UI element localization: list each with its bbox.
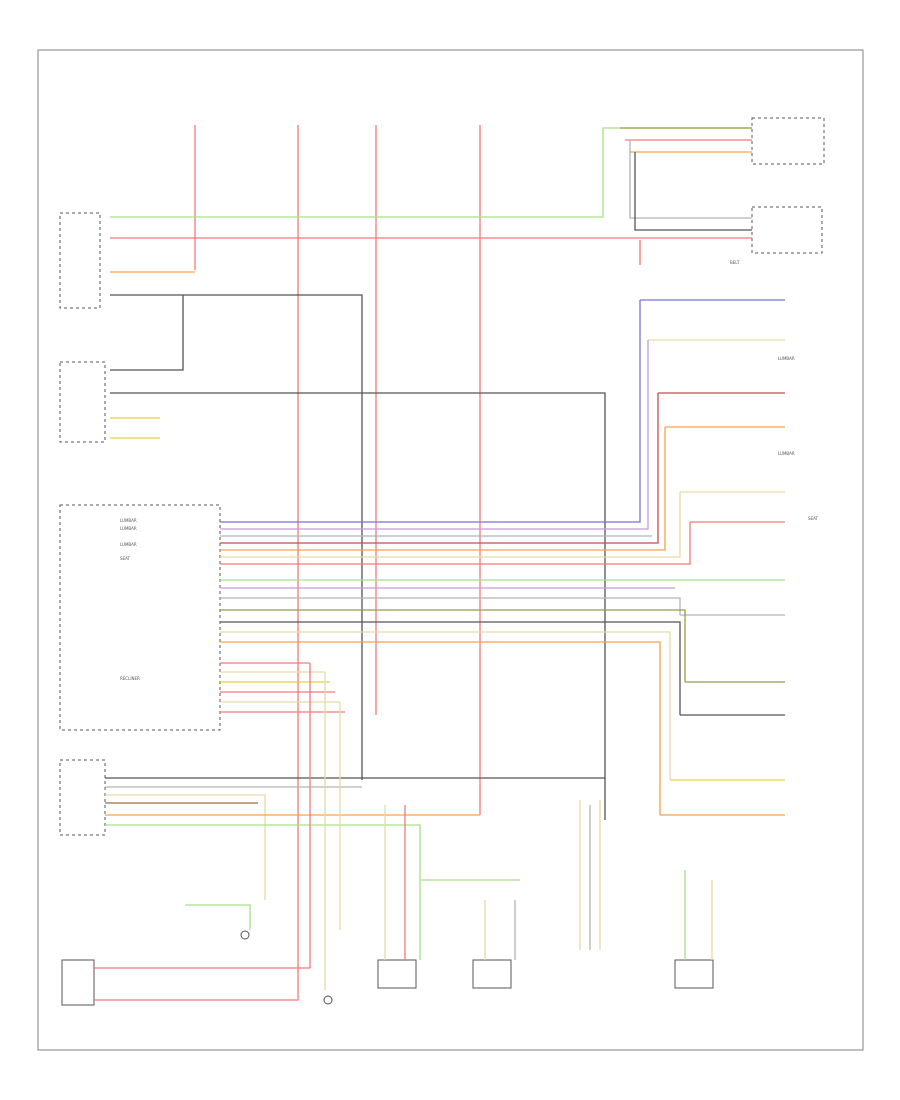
wire-orange-34 (220, 427, 666, 551)
wire-harness (94, 125, 785, 1001)
wire-red-36 (220, 522, 691, 565)
fore-aft-motor (674, 959, 714, 989)
wire-green-4 (110, 127, 752, 218)
wire-red-69 (94, 663, 311, 969)
wire-orange-43 (220, 641, 661, 815)
driver-seat-switch-block (59, 212, 101, 309)
memory-seat-control-module (59, 504, 221, 731)
label-lumbar-left-1: LUMBAR (120, 518, 137, 523)
wire-black-16 (634, 152, 752, 231)
wire-darkred-33 (220, 393, 659, 544)
recliner-motor (377, 959, 417, 989)
seat-heater-block (61, 959, 95, 1006)
wire-gray-39 (220, 597, 681, 615)
wire-tan-35 (220, 492, 681, 558)
wire-red-70 (94, 980, 299, 1001)
wire-violet-31 (220, 340, 649, 530)
label-recliner-mid: RECLINER (120, 676, 140, 681)
lumbar-switch-block (59, 361, 106, 443)
label-lumbar-right-mid: LUMBAR (778, 451, 795, 456)
wire-gray-15 (629, 140, 752, 219)
wire-blue-30 (220, 300, 641, 523)
seat-switch-lower-block (59, 759, 106, 836)
wire-black-7 (110, 294, 363, 780)
fuse-point (323, 995, 333, 1005)
relay-block (751, 206, 823, 254)
diagram-labels: LUMBAR LUMBAR LUMBAR LUMBAR LUMBAR SEAT … (120, 260, 818, 681)
wire-black-41 (220, 621, 681, 715)
wire-black-9 (110, 392, 606, 820)
label-seat-motor-left: SEAT (120, 556, 130, 561)
wire-olive-40 (220, 609, 686, 682)
wire-tan-42 (220, 631, 671, 780)
label-seat-motor-right: SEAT (808, 516, 818, 521)
wire-black-8 (110, 295, 184, 371)
label-belt: BELT (730, 260, 740, 265)
label-lumbar-left-3: LUMBAR (120, 542, 137, 547)
wire-green-55 (105, 824, 421, 960)
wire-tan-52 (105, 794, 266, 900)
label-lumbar-left-2: LUMBAR (120, 526, 137, 531)
diagram-frame (37, 49, 864, 1051)
keyless-entry-module (751, 117, 825, 165)
component-blocks (59, 117, 825, 1006)
label-lumbar-right-top: LUMBAR (778, 356, 795, 361)
ground-point (240, 930, 250, 940)
wire-green-68 (185, 904, 251, 930)
height-motor (472, 959, 512, 989)
